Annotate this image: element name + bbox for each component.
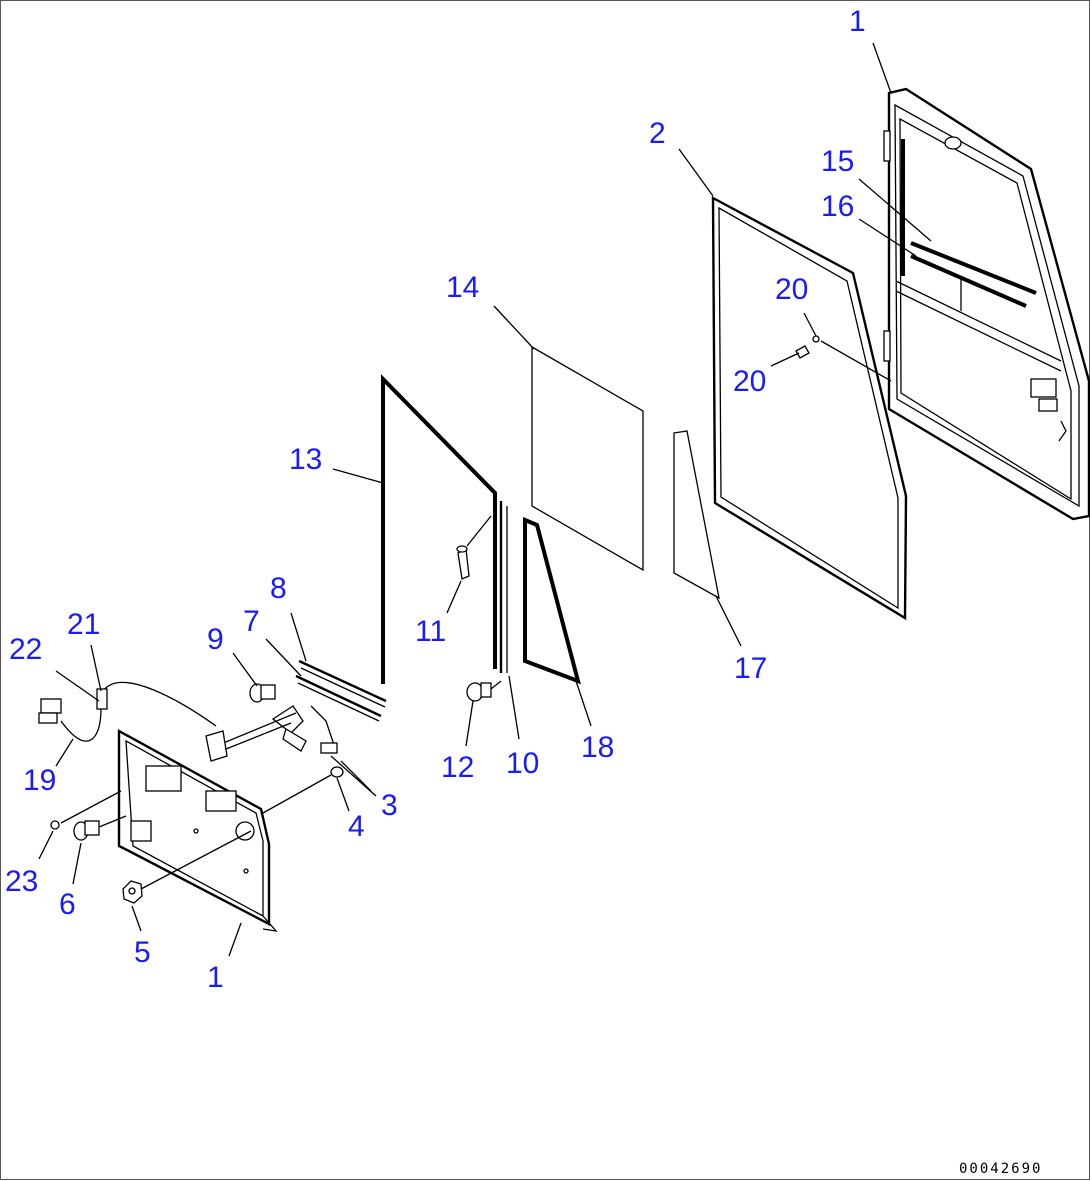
glass-panel-14 bbox=[531, 345, 644, 572]
callout-10: 10 bbox=[506, 747, 539, 780]
callout-1-bottom: 1 bbox=[207, 961, 224, 994]
assembly-lines bbox=[60, 774, 332, 890]
callout-23: 23 bbox=[5, 865, 38, 898]
callout-11: 11 bbox=[415, 615, 446, 648]
nut-4 bbox=[330, 766, 344, 778]
rail-15 bbox=[910, 241, 1037, 295]
nut-5 bbox=[122, 880, 143, 904]
callout-1-top: 1 bbox=[849, 5, 866, 38]
callout-3: 3 bbox=[381, 789, 398, 822]
knob-6 bbox=[73, 820, 100, 841]
drawing-code: 00042690 bbox=[959, 1161, 1042, 1177]
washer-23 bbox=[50, 820, 60, 830]
rail-16 bbox=[910, 254, 1027, 308]
inner-panel-1 bbox=[117, 728, 278, 932]
screw-3 bbox=[340, 760, 372, 792]
triangle-frame-18 bbox=[523, 517, 581, 685]
callout-18: 18 bbox=[581, 731, 614, 764]
channel-10 bbox=[499, 501, 508, 673]
callout-20a: 20 bbox=[775, 273, 808, 306]
leader-lines bbox=[38, 42, 932, 957]
callout-16: 16 bbox=[821, 190, 854, 223]
glass-panel-2 bbox=[711, 195, 908, 621]
callout-22: 22 bbox=[9, 633, 42, 666]
rail-8 bbox=[298, 659, 387, 708]
callout-13: 13 bbox=[289, 443, 322, 476]
glass-triangle-17 bbox=[673, 430, 720, 600]
callout-21: 21 bbox=[67, 608, 100, 641]
wire-harness bbox=[38, 681, 217, 742]
callout-labels: 1 2 15 16 20 20 14 13 11 17 8 7 9 21 22 … bbox=[5, 5, 866, 994]
callout-15: 15 bbox=[821, 145, 854, 178]
callout-14: 14 bbox=[446, 271, 479, 304]
callout-7: 7 bbox=[243, 605, 260, 638]
knob-9 bbox=[249, 683, 276, 703]
callout-20b: 20 bbox=[733, 365, 766, 398]
callout-8: 8 bbox=[270, 572, 287, 605]
callout-4: 4 bbox=[348, 810, 365, 843]
callout-2: 2 bbox=[649, 117, 666, 150]
callout-6: 6 bbox=[59, 888, 76, 921]
seal-13 bbox=[381, 374, 497, 684]
knob-12 bbox=[466, 680, 502, 702]
callout-5: 5 bbox=[134, 936, 151, 969]
callout-9: 9 bbox=[207, 623, 224, 656]
callout-12: 12 bbox=[441, 751, 474, 784]
rail-7 bbox=[295, 674, 382, 722]
callout-19: 19 bbox=[23, 764, 56, 797]
callout-17: 17 bbox=[734, 652, 767, 685]
bolt-11 bbox=[456, 515, 492, 580]
regulator-mechanism bbox=[205, 705, 338, 762]
door-frame-part bbox=[883, 87, 1090, 521]
